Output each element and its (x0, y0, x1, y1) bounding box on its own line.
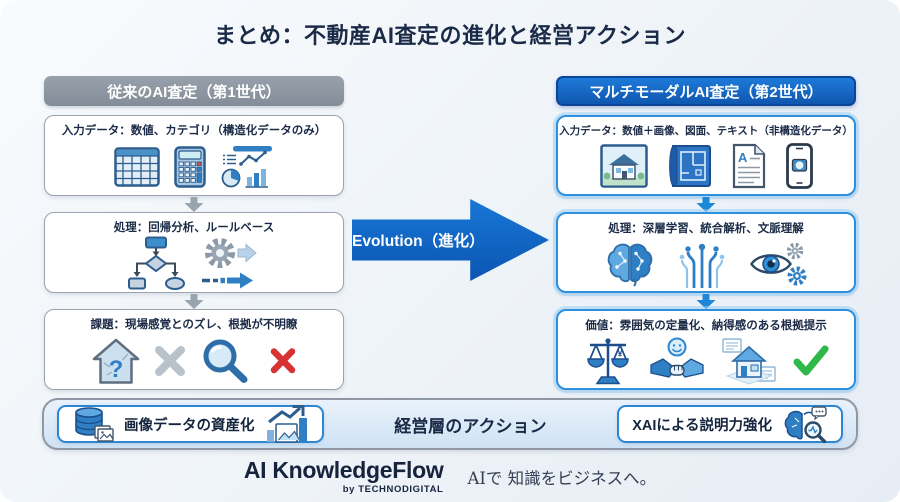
action-xai-explainability: XAIによる説明力強化 (617, 405, 843, 443)
circuit-icon (679, 243, 725, 288)
right-connector-arrow-2 (556, 293, 856, 309)
right-box-input-label: 入力データ：数値＋画像、図面、テキスト（非構造化データ） (559, 125, 853, 137)
right-box-input-icons: A (599, 138, 813, 194)
right-box-processing-label: 処理：深層学習、統合解析、文脈理解 (608, 223, 804, 235)
brain-icon (607, 243, 653, 287)
right-box-processing-icons (605, 236, 807, 291)
left-box-issues-icons: ? (91, 332, 298, 389)
blueprint-icon (668, 145, 711, 187)
evolution-arrow: Evolution（進化） (352, 199, 549, 281)
right-box-processing: 処理：深層学習、統合解析、文脈理解 (556, 212, 856, 293)
red-x-icon (270, 347, 295, 373)
document-icon: A (732, 143, 765, 189)
scale-icon: ¥ (587, 337, 629, 384)
footer: AI KnowledgeFlow by TECHNODIGITAL AIで 知識… (0, 457, 900, 496)
action-xai-label: XAIによる説明力強化 (632, 417, 772, 434)
left-box-processing-icons (127, 235, 261, 292)
brand-tagline: AIで 知識をビジネスへ。 (467, 469, 657, 488)
left-box-issues-label: 課題：現場感覚とのズレ、根拠が不明瞭 (90, 319, 298, 331)
brand-block: AI KnowledgeFlow by TECHNODIGITAL (243, 457, 444, 496)
right-box-input-data: 入力データ：数値＋画像、図面、テキスト（非構造化データ） (556, 115, 856, 196)
smartphone-icon (785, 143, 813, 189)
xai-brain-magnifier-icon (784, 406, 827, 443)
svg-text:¥: ¥ (617, 348, 622, 358)
left-box-processing: 処理：回帰分析、ルールベース (44, 212, 344, 293)
left-box-input-data: 入力データ：数値、カテゴリ（構造化データのみ） (44, 115, 344, 196)
down-arrow-gray-icon (184, 293, 204, 309)
left-connector-arrow-2 (44, 293, 344, 309)
left-column: 従来のAI査定（第1世代） 入力データ：数値、カテゴリ（構造化データのみ） (44, 76, 344, 390)
left-box-input-label: 入力データ：数値、カテゴリ（構造化データのみ） (61, 125, 327, 137)
magnifier-icon (203, 339, 247, 383)
house-question-icon: ? (92, 338, 139, 384)
house-photo-icon (599, 144, 648, 188)
calculator-icon (174, 145, 206, 188)
right-column: マルチモーダルAI査定（第2世代） 入力データ：数値＋画像、図面、テキスト（非構… (556, 76, 856, 390)
check-icon (793, 345, 829, 375)
brand-logo-text: AI KnowledgeFlow (243, 457, 444, 483)
growth-chart-icon (266, 405, 307, 443)
left-box-issues: 課題：現場感覚とのズレ、根拠が不明瞭 ? (44, 309, 344, 390)
gray-x-icon (154, 345, 185, 376)
down-arrow-blue-icon (696, 293, 716, 309)
right-box-value-label: 価値：雰囲気の定量化、納得感のある根拠提示 (585, 320, 827, 332)
right-column-header: マルチモーダルAI査定（第2世代） (556, 76, 856, 106)
flowchart-icon (128, 236, 185, 290)
page-title: まとめ：不動産AI査定の進化と経営アクション (214, 23, 686, 48)
bottom-action-bar: 画像データの資産化 経営層のアクション XAIによる説明力強化 (42, 398, 858, 450)
eye-gears-icon (750, 242, 807, 285)
left-column-header: 従来のAI査定（第1世代） (44, 76, 344, 106)
left-connector-arrow-1 (44, 196, 344, 212)
left-box-processing-label: 処理：回帰分析、ルールベース (113, 222, 275, 234)
house-report-icon (722, 337, 776, 385)
spreadsheet-icon (114, 146, 160, 187)
management-action-label: 経営層のアクション (394, 416, 547, 436)
evolution-arrow-label: Evolution（進化） (352, 233, 485, 250)
down-arrow-gray-icon (184, 196, 204, 212)
brand-byline: by TECHNODIGITAL (342, 484, 444, 495)
charts-icon (221, 145, 272, 188)
right-box-value-icons: ¥ (583, 333, 829, 388)
right-box-value: 価値：雰囲気の定量化、納得感のある根拠提示 ¥ (556, 309, 856, 390)
svg-text:A: A (738, 150, 748, 165)
svg-text:?: ? (108, 356, 123, 383)
left-box-input-icons (114, 138, 274, 195)
action-image-assets-label: 画像データの資産化 (124, 417, 255, 434)
handshake-icon (650, 337, 704, 378)
down-arrow-blue-icon (696, 196, 716, 212)
action-image-assets: 画像データの資産化 (57, 405, 324, 443)
gear-rules-icon (202, 238, 257, 289)
image-database-icon (75, 407, 114, 442)
right-connector-arrow-1 (556, 196, 856, 212)
